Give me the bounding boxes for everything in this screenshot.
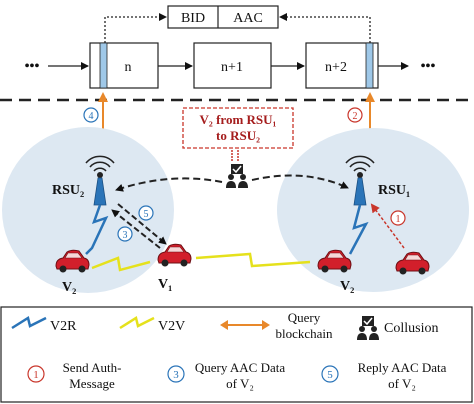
step-4-number: 4 [89,111,94,122]
legend-step-5-text-2: of V₂ [388,376,416,391]
v2v-link-right [195,252,311,268]
step-5-circle [138,205,154,221]
step-4-circle [83,107,99,123]
v2v-legend-label: V2V [158,319,185,334]
v2r-link-right [348,204,369,255]
v1-label: V₁ [158,277,172,292]
step-5-arrow [117,203,167,245]
step-2-number: 2 [353,111,358,122]
step-1-circle [390,210,406,226]
legend: V2R V2V Query blockchain Collusion 1 Sen… [0,306,473,403]
block-header-box [167,5,279,29]
aac-label: AAC [233,11,263,26]
query-legend-label-2: blockchain [275,326,333,341]
collusion-note: V₂ from RSU₁ to RSU₂ [182,107,294,149]
collusion-legend-label: Collusion [384,321,438,336]
step-1-number: 1 [396,214,401,225]
legend-step-1-text-2: Message [69,376,115,391]
query-legend-label-1: Query [288,310,321,325]
rsu1-coverage-cloud [277,128,469,292]
legend-step-1-circle [27,365,45,383]
v2v-legend-icon [119,316,155,330]
block-label: n+2 [325,60,347,75]
rsu2-to-collusion-arrow [115,177,223,192]
legend-box [0,306,473,403]
legend-step-5-text-1: Reply AAC Data [358,360,447,375]
legend-step-5-circle [321,365,339,383]
block-header: BID AAC [167,5,279,29]
v2r-legend-icon [11,316,47,330]
header-connectors [104,13,371,43]
collusion-to-rsu1-arrow [251,174,349,189]
v2r-legend-label: V2R [50,319,77,334]
chain-ellipsis-right: ••• [421,59,436,74]
legend-step-3-number: 3 [173,369,179,381]
block-label: n [125,60,132,75]
step-2-circle [347,107,363,123]
v2-left-label: V₂ [62,280,76,295]
step-3-arrow [111,209,161,249]
v2-right-label: V₂ [340,279,354,294]
step-3-circle [117,226,133,242]
block-n1: n+1 [193,42,272,89]
bid-label: BID [181,11,205,26]
rsu1-label: RSU₁ [378,183,410,198]
chain-ellipsis-left: ••• [25,59,40,74]
step-3-number: 3 [123,230,128,241]
legend-step-5-number: 5 [327,369,333,381]
block-label: n+1 [221,60,243,75]
v2r-link-left [85,204,109,255]
block-n2: n+2 [305,42,379,89]
legend-step-1-number: 1 [33,369,39,381]
rsu2-coverage-cloud [2,127,174,293]
block-n: n [89,42,159,89]
note-line2: to RSU₂ [216,128,260,143]
rsu2-label: RSU₂ [52,183,84,198]
legend-step-3-text-2: of V₂ [226,376,254,391]
send-auth-arrow [370,203,405,249]
legend-step-3-circle [167,365,185,383]
legend-step-1-text-1: Send Auth- [63,360,122,375]
legend-step-3-text-1: Query AAC Data [195,360,285,375]
collusion-icon [225,163,249,189]
step-5-number: 5 [144,209,149,220]
note-line1: V₂ from RSU₁ [200,112,277,127]
v2v-link-left [91,256,151,272]
